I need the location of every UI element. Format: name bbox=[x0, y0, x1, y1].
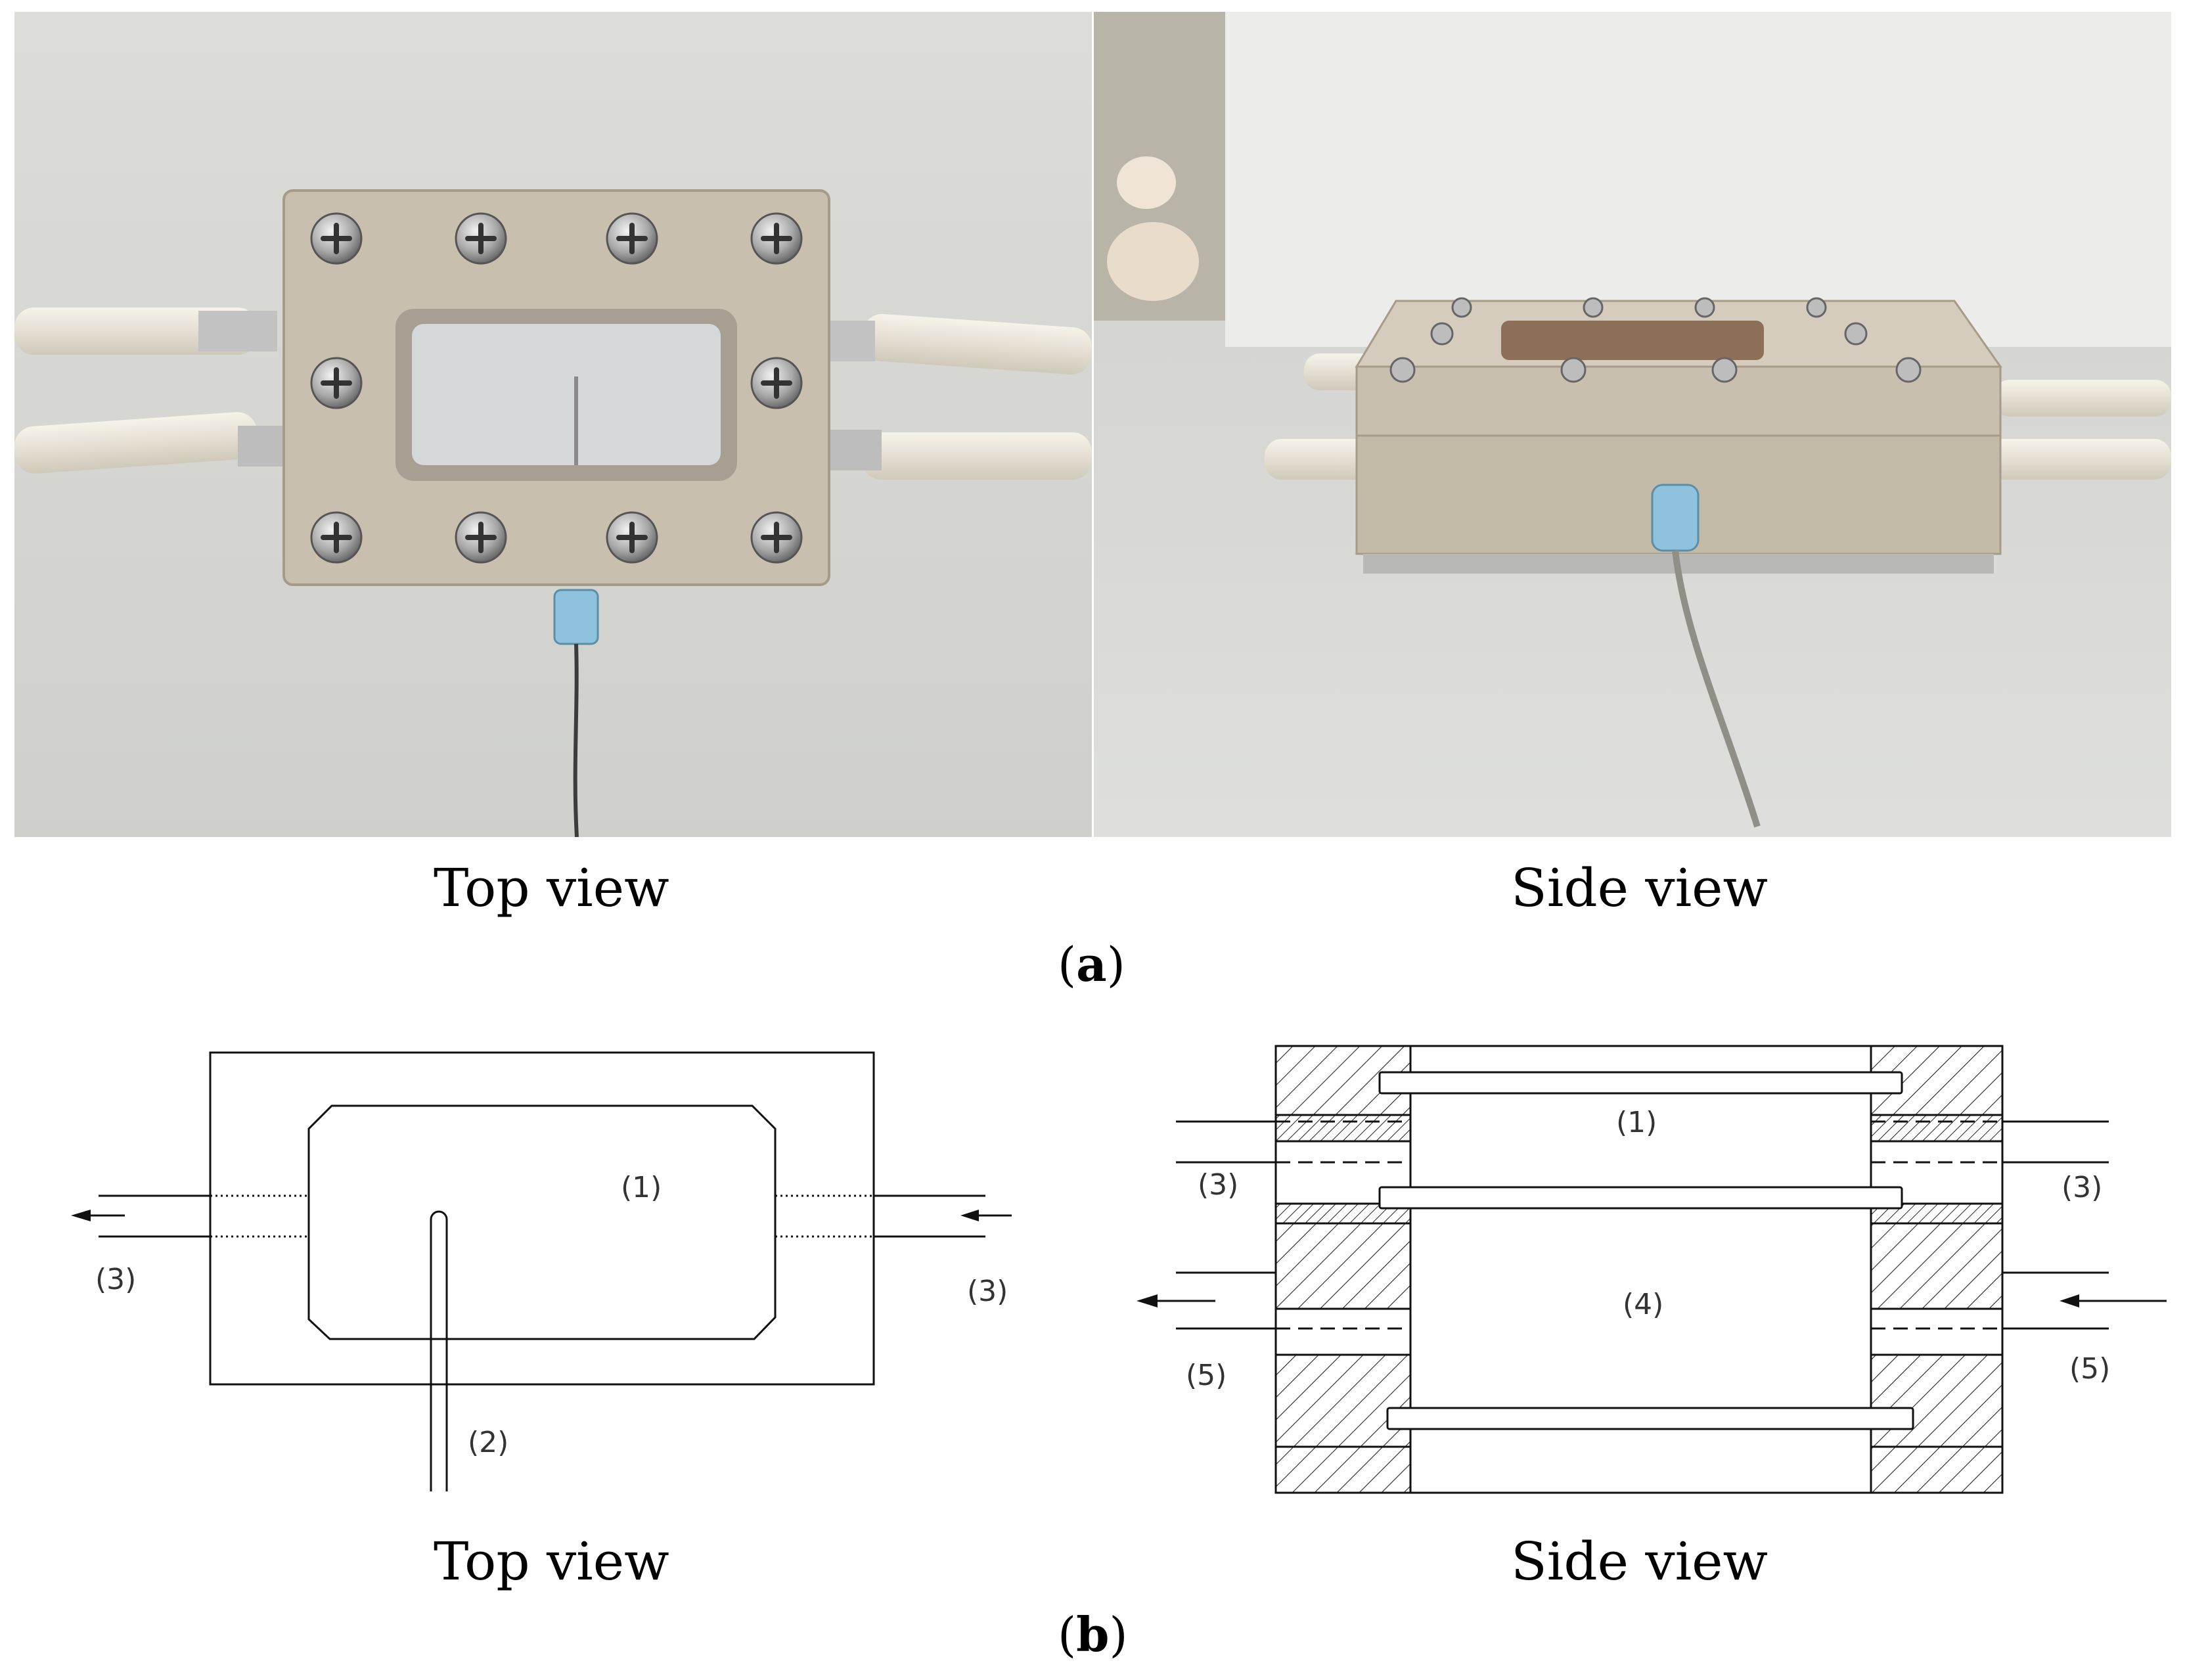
photo-top-view bbox=[14, 12, 1092, 837]
panel-label-b: (b) bbox=[1058, 1606, 1128, 1662]
middle-membrane-plate bbox=[1378, 1186, 1903, 1210]
cell-outline-side bbox=[1274, 1045, 2004, 1494]
panel-label-a: (a) bbox=[1058, 936, 1125, 992]
photo-top-view-caption: Top view bbox=[434, 857, 669, 919]
arrow-in-right-icon bbox=[960, 1210, 979, 1221]
label-upper-port-left-side: (3) bbox=[1198, 1168, 1238, 1202]
label-lower-port-right-side: (5) bbox=[2069, 1352, 2110, 1386]
label-upper-chamber-side: (1) bbox=[1616, 1106, 1657, 1139]
label-probe-top: (2) bbox=[468, 1426, 508, 1459]
schematic-side-view: (1) (4) (3) (3) (5) (5) bbox=[1137, 1045, 2167, 1494]
label-lower-chamber-side: (4) bbox=[1623, 1288, 1663, 1321]
schematic-top-view: (1) (3) (3) (2) bbox=[71, 1051, 1012, 1491]
photo-side-view-caption: Side view bbox=[1511, 857, 1768, 919]
arrow-out-left-icon bbox=[1137, 1294, 1158, 1307]
top-window-plate bbox=[1378, 1071, 1903, 1095]
photo-side-view bbox=[1094, 12, 2171, 837]
probe bbox=[430, 1210, 448, 1491]
label-upper-port-right-side: (3) bbox=[2061, 1171, 2102, 1204]
label-chamber-top: (1) bbox=[621, 1171, 662, 1204]
arrow-in-right-icon bbox=[2060, 1294, 2079, 1307]
schematic-side-view-caption: Side view bbox=[1511, 1531, 1768, 1592]
label-port-right-top: (3) bbox=[967, 1275, 1008, 1308]
bottom-plate bbox=[1386, 1407, 1914, 1430]
cell-outline bbox=[209, 1051, 875, 1386]
label-port-left-top: (3) bbox=[95, 1263, 136, 1296]
schematic-top-view-caption: Top view bbox=[434, 1531, 669, 1592]
label-lower-port-left-side: (5) bbox=[1186, 1359, 1227, 1392]
arrow-out-left-icon bbox=[71, 1210, 91, 1221]
chamber-outline bbox=[307, 1104, 777, 1340]
